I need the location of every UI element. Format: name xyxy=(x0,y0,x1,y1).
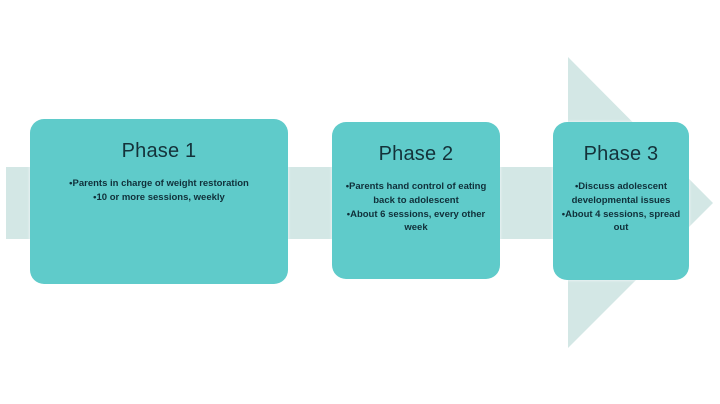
phase-bullet: About 6 sessions, every other week xyxy=(332,208,500,236)
phase-bullets-3: Discuss adolescent developmental issues … xyxy=(553,180,689,235)
phase-title-2: Phase 2 xyxy=(378,143,454,165)
phase-card-2[interactable]: Phase 2 Parents hand control of eating b… xyxy=(332,122,500,279)
phase-title-1: Phase 1 xyxy=(121,140,197,162)
phase-bullets-2: Parents hand control of eating back to a… xyxy=(332,180,500,235)
phase-bullet: Discuss adolescent developmental issues xyxy=(553,180,689,208)
phase-card-1[interactable]: Phase 1 Parents in charge of weight rest… xyxy=(30,119,288,284)
phase-bullet: 10 or more sessions, weekly xyxy=(30,191,288,205)
phase-card-3[interactable]: Phase 3 Discuss adolescent developmental… xyxy=(553,122,689,280)
phase-bullet: About 4 sessions, spread out xyxy=(553,208,689,236)
phase-bullets-1: Parents in charge of weight restoration … xyxy=(30,177,288,205)
phase-bullet: Parents in charge of weight restoration xyxy=(30,177,288,191)
phase-title-3: Phase 3 xyxy=(583,143,659,165)
phase-bullet: Parents hand control of eating back to a… xyxy=(332,180,500,208)
